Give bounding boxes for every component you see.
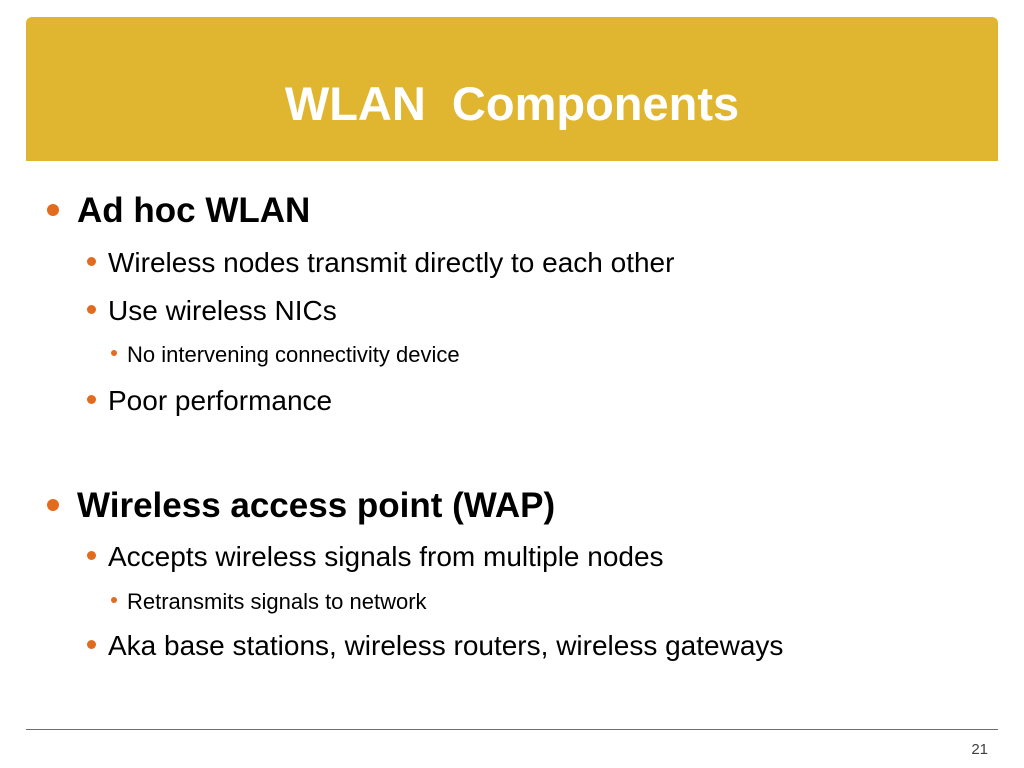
bullet-dot-icon <box>87 395 96 404</box>
footer-divider <box>26 729 998 730</box>
bullet-dot-icon <box>111 350 117 356</box>
bullet-dot-icon <box>87 257 96 266</box>
bullet-dot-icon <box>87 305 96 314</box>
bullet-level3: No intervening connectivity device <box>111 342 460 368</box>
bullet-level2: Aka base stations, wireless routers, wir… <box>87 630 783 662</box>
bullet-dot-icon <box>47 499 59 511</box>
bullet-text: Wireless access point (WAP) <box>77 486 556 525</box>
bullet-level1: Ad hoc WLAN <box>47 191 310 231</box>
bullet-level2: Poor performance <box>87 385 332 417</box>
page-number: 21 <box>971 741 988 758</box>
bullet-dot-icon <box>47 204 59 216</box>
bullet-level2: Accepts wireless signals from multiple n… <box>87 541 664 573</box>
bullet-text: Use wireless NICs <box>108 295 337 326</box>
bullet-dot-icon <box>87 551 96 560</box>
bullet-level2: Wireless nodes transmit directly to each… <box>87 247 674 279</box>
title-bar: WLAN Components <box>26 17 998 161</box>
bullet-text: Aka base stations, wireless routers, wir… <box>108 630 784 661</box>
bullet-level1: Wireless access point (WAP) <box>47 486 555 526</box>
bullet-text: Poor performance <box>108 385 333 416</box>
bullet-text: Wireless nodes transmit directly to each… <box>108 247 675 278</box>
bullet-level3: Retransmits signals to network <box>111 589 427 615</box>
bullet-text: No intervening connectivity device <box>127 342 460 367</box>
bullet-dot-icon <box>111 597 117 603</box>
bullet-text: Accepts wireless signals from multiple n… <box>108 541 664 572</box>
bullet-text: Ad hoc WLAN <box>77 191 311 230</box>
slide-title: WLAN Components <box>284 77 740 130</box>
bullet-dot-icon <box>87 640 96 649</box>
bullet-text: Retransmits signals to network <box>127 589 427 614</box>
bullet-level2: Use wireless NICs <box>87 295 337 327</box>
